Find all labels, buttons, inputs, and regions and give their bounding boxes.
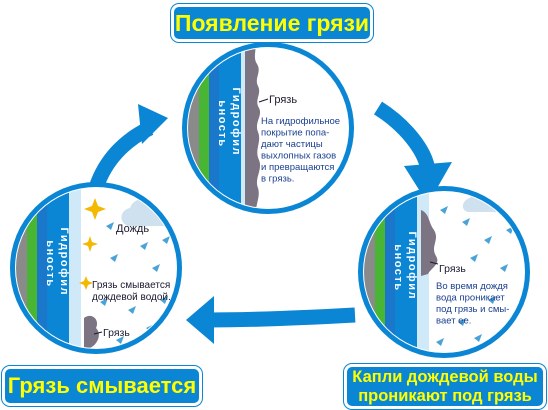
dirt-blob <box>84 315 99 348</box>
description-line: в грязь. <box>261 174 294 185</box>
description-line: На гидрофильное <box>261 116 340 127</box>
washing-line: Грязь смывается <box>92 280 170 291</box>
dirt-blob <box>245 48 260 208</box>
title-dirt-washed-text: Грязь смывается <box>7 373 197 398</box>
title-rain-penetrates-line2: проникают под грязь <box>358 386 532 405</box>
green-layer <box>27 188 37 348</box>
arrow-left-to-top-head <box>138 104 168 144</box>
vertical-label-line2: ьность <box>392 244 404 291</box>
title-dirt-washed: Грязь смывается <box>2 366 202 406</box>
description-line: под грязь и смы- <box>436 304 509 315</box>
description-line: выхлопных газов <box>261 151 336 162</box>
washing-line: дождевой водой. <box>92 292 171 303</box>
vertical-label-line1: Гидрофил <box>406 231 418 300</box>
vertical-label: Гидрофил ьность <box>392 231 418 304</box>
water-layer <box>69 188 81 348</box>
vertical-label-line1: Гидрофил <box>230 87 242 156</box>
hydrophilic-layer <box>47 188 69 348</box>
arrow-right-to-left <box>207 307 356 328</box>
arrow-top-to-right <box>373 101 436 172</box>
description-line: вода проникает <box>436 293 505 304</box>
substrate-layer <box>364 192 375 352</box>
dirt-label: Грязь <box>439 263 466 275</box>
title-dirt-appears: Появление грязи <box>171 4 373 42</box>
blue-layer <box>385 192 395 352</box>
arrow-right-to-left-head <box>186 296 214 344</box>
cycle-arrows <box>88 101 452 344</box>
circle-rain-penetrates: Гидрофил ьность Грязь Во время дождя вод… <box>358 186 530 358</box>
title-rain-penetrates-line1: Капли дождевой воды <box>352 367 538 386</box>
vertical-label-line1: Гидрофил <box>58 227 70 296</box>
dirt-label: Грязь <box>269 94 297 106</box>
title-rain-penetrates: Капли дождевой воды проникают под грязь <box>344 364 546 409</box>
description-line: Во время дождя <box>436 281 508 292</box>
rain-label: Дождь <box>116 223 149 235</box>
title-dirt-appears-text: Появление грязи <box>174 9 370 36</box>
hydrophilic-layer <box>219 48 241 208</box>
description: На гидрофильное покрытие попа- дают част… <box>261 116 343 185</box>
description-line: вает ее. <box>436 316 471 327</box>
dirt-blob <box>421 210 438 276</box>
blue-layer <box>209 48 219 208</box>
substrate-layer <box>16 188 27 348</box>
hydrophilic-layer <box>395 192 417 352</box>
vertical-label: Гидрофил ьность <box>44 227 70 300</box>
vertical-label: Гидрофил ьность <box>216 87 242 160</box>
circle-dirt-washed: Гидрофил ьность Дождь Грязь смывается до… <box>10 182 182 354</box>
washing-description: Грязь смывается дождевой водой. <box>92 280 173 303</box>
sparkles <box>79 198 106 290</box>
dirt-label: Грязь <box>103 327 130 339</box>
blue-layer <box>37 188 47 348</box>
green-layer <box>199 48 209 208</box>
description-line: дают частицы <box>261 139 323 150</box>
description: Во время дождя вода проникает под грязь … <box>436 281 512 327</box>
arrow-top-to-right-head <box>404 162 452 204</box>
substrate-layer <box>188 48 199 208</box>
green-layer <box>375 192 385 352</box>
description-line: и превращаются <box>261 162 334 173</box>
description-line: покрытие попа- <box>261 128 329 139</box>
vertical-label-line2: ьность <box>44 240 56 287</box>
vertical-label-line2: ьность <box>216 100 228 147</box>
coating-edge <box>241 48 245 208</box>
circle-dirt-appears: Гидрофил ьность Грязь На гидрофильное по… <box>182 42 354 214</box>
